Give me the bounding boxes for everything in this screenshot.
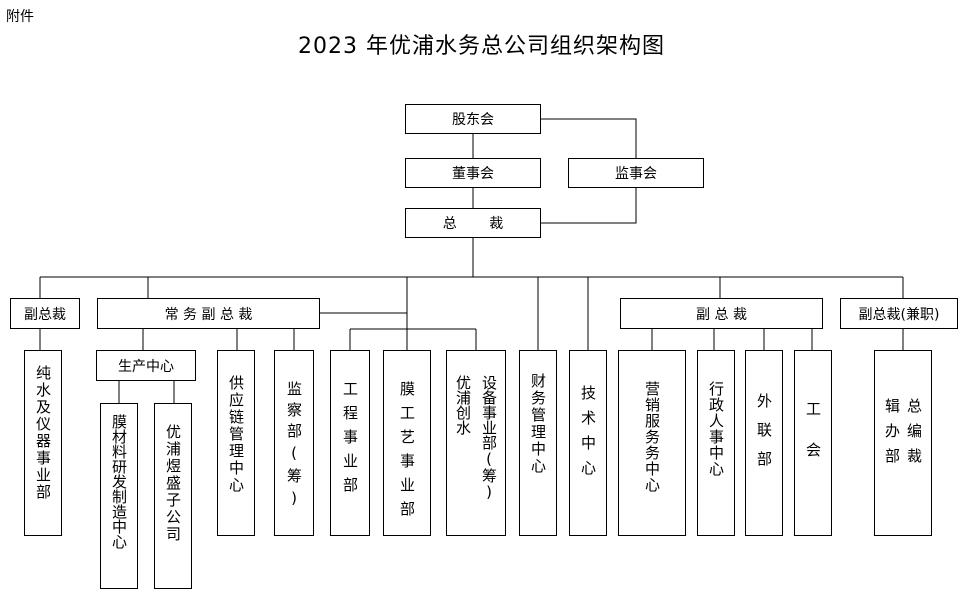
finance-center-label: 财务管理中心 bbox=[529, 373, 547, 475]
president-office-box: 总编裁辑办部 bbox=[874, 350, 932, 536]
marketing-center-label: 营销服务务中心 bbox=[643, 381, 661, 493]
finance-center-box: 财务管理中心 bbox=[519, 350, 557, 536]
equipment-dept-box: 优浦创水 设备事业部(筹) bbox=[446, 350, 506, 536]
technology-center-label: 技术中心 bbox=[579, 385, 597, 485]
page-title: 2023 年优浦水务总公司组织架构图 bbox=[298, 34, 665, 59]
supervisors-label: 监事会 bbox=[615, 166, 657, 182]
attachment-label: 附件 bbox=[6, 9, 34, 25]
executive-vp-box: 常 务 副 总 裁 bbox=[97, 298, 320, 329]
vp-concurrent-box: 副总裁(兼职) bbox=[840, 298, 958, 329]
engineering-dept-box: 工程事业部 bbox=[330, 350, 370, 536]
membrane-rd-center-label: 膜材料研发制造中心 bbox=[110, 414, 128, 549]
marketing-center-box: 营销服务务中心 bbox=[618, 350, 686, 536]
labor-union-label: 工会 bbox=[804, 401, 822, 483]
shareholders-box: 股东会 bbox=[405, 104, 541, 134]
technology-center-box: 技术中心 bbox=[569, 350, 607, 536]
board-box: 董事会 bbox=[405, 158, 541, 188]
membrane-process-dept-box: 膜工艺事业部 bbox=[383, 350, 431, 536]
yp-company-label: 优浦煜盛子公司 bbox=[164, 424, 182, 543]
admin-hr-center-label: 行政人事中心 bbox=[707, 381, 725, 477]
audit-dept-label: 监察部(筹) bbox=[285, 381, 303, 513]
external-relations-dept-label: 外联部 bbox=[755, 393, 773, 480]
board-label: 董事会 bbox=[452, 166, 494, 182]
vp-left-box: 副总裁 bbox=[10, 298, 80, 329]
yp-company-box: 优浦煜盛子公司 bbox=[154, 403, 192, 589]
vp-concurrent-label: 副总裁(兼职) bbox=[858, 306, 940, 323]
president-office-label: 总编裁辑办部 bbox=[883, 398, 923, 473]
labor-union-box: 工会 bbox=[794, 350, 832, 536]
vp-right-box: 副 总 裁 bbox=[620, 298, 823, 329]
supply-chain-center-label: 供应链管理中心 bbox=[227, 375, 245, 494]
external-relations-dept-box: 外联部 bbox=[745, 350, 783, 536]
supervisors-box: 监事会 bbox=[568, 158, 704, 188]
supply-chain-center-box: 供应链管理中心 bbox=[217, 350, 255, 536]
president-box: 总 裁 bbox=[405, 208, 541, 238]
production-center-label: 生产中心 bbox=[118, 358, 174, 375]
president-label: 总 裁 bbox=[442, 216, 518, 232]
admin-hr-center-box: 行政人事中心 bbox=[697, 350, 735, 536]
shareholders-label: 股东会 bbox=[452, 112, 494, 128]
yp-innovation-water-label: 优浦创水 bbox=[454, 375, 472, 435]
engineering-dept-label: 工程事业部 bbox=[341, 381, 359, 501]
membrane-process-dept-label: 膜工艺事业部 bbox=[398, 381, 416, 525]
pure-water-dept-box: 纯水及仪器事业部 bbox=[24, 350, 62, 536]
equipment-dept-label: 设备事业部(筹) bbox=[480, 375, 498, 501]
membrane-rd-center-box: 膜材料研发制造中心 bbox=[100, 403, 138, 589]
executive-vp-label: 常 务 副 总 裁 bbox=[164, 306, 253, 323]
vp-left-label: 副总裁 bbox=[24, 306, 66, 323]
audit-dept-box: 监察部(筹) bbox=[274, 350, 314, 536]
pure-water-dept-label: 纯水及仪器事业部 bbox=[34, 365, 52, 501]
vp-right-label: 副 总 裁 bbox=[696, 306, 747, 323]
production-center-box: 生产中心 bbox=[96, 350, 196, 381]
